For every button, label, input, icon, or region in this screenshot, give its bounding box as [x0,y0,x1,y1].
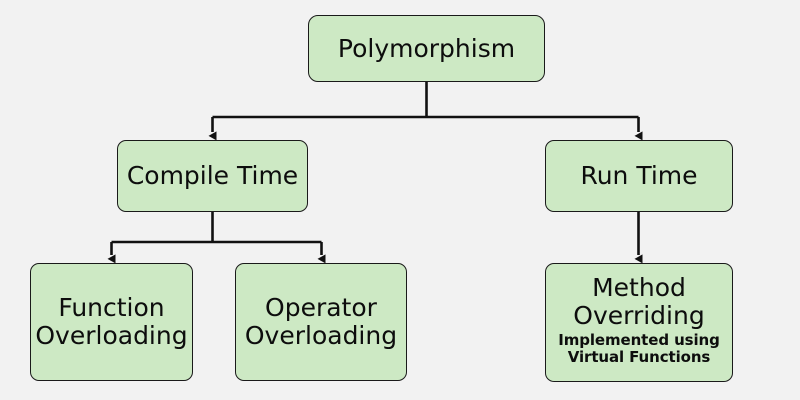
node-method-overriding-label: Method Overriding [573,273,705,330]
node-polymorphism-label: Polymorphism [337,33,516,63]
node-operator-overloading[interactable]: Operator Overloading [235,263,407,381]
edge-compile-time-to-operator-overloading [212,240,326,264]
node-polymorphism[interactable]: Polymorphism [308,15,545,82]
node-method-overriding[interactable]: Method Overriding Implemented using Virt… [545,263,733,382]
edge-root-to-compile-time [208,82,428,141]
node-run-time[interactable]: Run Time [545,140,733,212]
node-function-overloading[interactable]: Function Overloading [30,263,193,381]
node-run-time-label: Run Time [580,161,698,190]
node-method-overriding-sublabel: Implemented using Virtual Functions [558,331,720,366]
node-operator-overloading-label: Operator Overloading [244,293,398,350]
node-function-overloading-label: Function Overloading [35,293,188,350]
edge-compile-time-to-function-overloading [107,212,214,264]
node-compile-time-label: Compile Time [126,161,299,190]
edge-root-to-run-time [426,115,643,141]
node-compile-time[interactable]: Compile Time [117,140,308,212]
